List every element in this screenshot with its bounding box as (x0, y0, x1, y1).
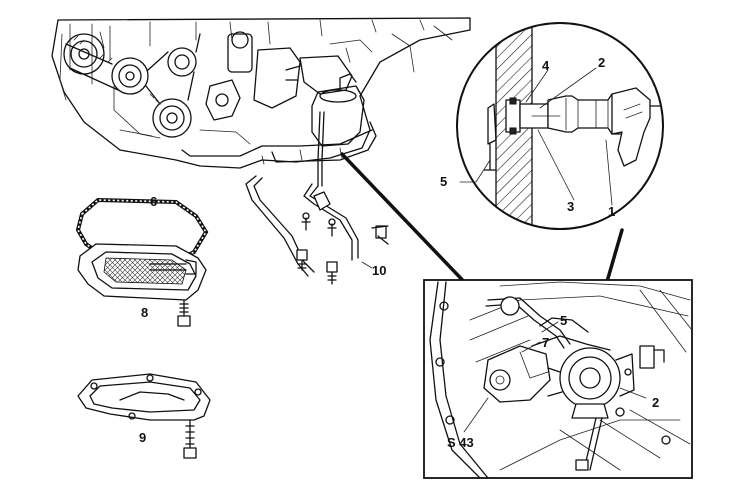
callout-6: 6 (150, 194, 158, 209)
callout-1: 1 (608, 204, 616, 219)
bolt-icon (177, 299, 191, 327)
bolt-icon (296, 249, 308, 271)
cover-9 (77, 373, 211, 421)
engine-block (51, 17, 471, 187)
gasket-6 (75, 197, 209, 261)
bolt-icon (326, 261, 338, 285)
callout-8: 8 (141, 305, 149, 320)
callout-5-inset: 5 (560, 313, 568, 328)
bolt-icon (371, 225, 389, 245)
oil-pan-8 (77, 243, 207, 301)
sensor-detail-view (456, 22, 664, 230)
bolt-icon (183, 419, 197, 459)
callout-s43: S 43 (447, 435, 474, 450)
callout-10: 10 (372, 263, 387, 278)
inset-view (423, 279, 693, 479)
callout-3: 3 (567, 199, 575, 214)
tube-parts-10 (245, 175, 389, 285)
callout-2: 2 (598, 55, 606, 70)
callout-7: 7 (542, 335, 550, 350)
callout-5: 5 (440, 174, 448, 189)
bolt-icon (301, 212, 337, 237)
callout-4: 4 (542, 58, 550, 73)
callout-9: 9 (139, 430, 147, 445)
callout-2-inset: 2 (652, 395, 660, 410)
